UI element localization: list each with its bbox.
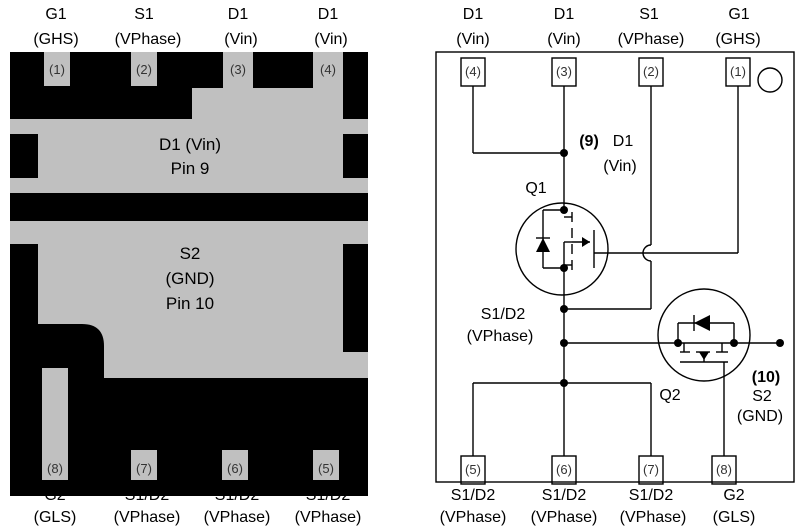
pin-number: (5): [318, 461, 334, 476]
q1-label: Q1: [525, 180, 546, 197]
d1-notch-left: [10, 134, 38, 178]
bottom-label-name: S1/D2: [215, 487, 260, 504]
top-label-name: D1: [228, 6, 249, 23]
pad-s2-gnd: [10, 221, 368, 378]
pin-box-8: [711, 455, 737, 485]
bottom-label-sub: (VPhase): [440, 509, 507, 526]
junction-dot: [560, 264, 568, 272]
junction-dot: [560, 379, 568, 387]
schematic-outline: [435, 51, 795, 483]
top-label-sub: (VPhase): [618, 31, 685, 48]
bottom-label-sub: (VPhase): [295, 509, 362, 526]
top-label-sub: (Vin): [314, 31, 348, 48]
pin-number: (2): [643, 64, 659, 79]
node9-name: D1: [613, 133, 634, 150]
node9-sub: (Vin): [603, 158, 637, 175]
pin-box-7: [638, 455, 664, 485]
pin-number: (1): [730, 64, 746, 79]
bottom-label-name: G2: [723, 487, 744, 504]
pin-number: (7): [136, 461, 152, 476]
pad-pin-6: [222, 450, 248, 480]
pin-number: (5): [465, 462, 481, 477]
bottom-label-name: S1/D2: [451, 487, 496, 504]
pad-s2-pin: Pin 10: [166, 294, 214, 313]
q2-mosfet: [657, 288, 751, 382]
bottom-label-sub: (VPhase): [204, 509, 271, 526]
d1-notch-right: [343, 134, 368, 178]
q1-mosfet: [515, 202, 609, 296]
pad-pin-5: [313, 450, 339, 480]
top-label-sub: (GHS): [33, 31, 78, 48]
vphase-label-sub: (VPhase): [467, 328, 534, 345]
pin-number: (4): [465, 64, 481, 79]
top-label-name: S1: [639, 6, 659, 23]
junction-dot: [560, 206, 568, 214]
q2-label: Q2: [659, 387, 680, 404]
vphase-label-name: S1/D2: [481, 306, 526, 323]
pin1-marker: [757, 67, 783, 93]
pin-number: (8): [47, 461, 63, 476]
pin-number: (1): [49, 62, 65, 77]
top-label-sub: (VPhase): [115, 31, 182, 48]
pin-number: (6): [227, 461, 243, 476]
pad-pin-7: [131, 450, 157, 480]
top-label-sub: (GHS): [715, 31, 760, 48]
pin-number: (6): [556, 462, 572, 477]
pin-number: (7): [643, 462, 659, 477]
top-label-sub: (Vin): [224, 31, 258, 48]
node10-name: S2: [752, 388, 772, 405]
pad-s2-sub: (GND): [165, 269, 214, 288]
bottom-label-sub: (GLS): [34, 509, 77, 526]
bottom-label-name: S1/D2: [542, 487, 587, 504]
junction-dot: [560, 149, 568, 157]
junction-dot: [560, 339, 568, 347]
pad-pin-1: [44, 52, 70, 86]
junction-dot: [674, 339, 682, 347]
pin-number: (3): [230, 62, 246, 77]
pin-number: (3): [556, 64, 572, 79]
pin-box-6: [551, 455, 577, 485]
junction-dot: [560, 305, 568, 313]
top-label-name: D1: [554, 6, 575, 23]
s2-notch-left: [10, 244, 38, 324]
bottom-label-name: S1/D2: [306, 487, 351, 504]
bottom-label-sub: (GLS): [713, 509, 756, 526]
junction-dot: [776, 339, 784, 347]
pad-d1-pin: Pin 9: [171, 159, 210, 178]
bottom-label-sub: (VPhase): [620, 509, 687, 526]
junction-dot: [730, 339, 738, 347]
top-label-sub: (Vin): [456, 31, 490, 48]
s2-notch-right: [343, 244, 368, 352]
pin-number: (4): [320, 62, 336, 77]
top-label-name: G1: [45, 6, 66, 23]
node9-number: (9): [579, 133, 599, 150]
top-label-name: S1: [134, 6, 154, 23]
top-label-name: D1: [463, 6, 484, 23]
bottom-label-sub: (VPhase): [531, 509, 598, 526]
footprint-view: G1 (GHS) S1 (VPhase) D1 (Vin) D1 (Vin) (…: [10, 6, 368, 526]
bottom-label-name: S1/D2: [629, 487, 674, 504]
pad-d1-vin: [10, 52, 368, 193]
pin-number: (8): [716, 462, 732, 477]
schematic-view: D1 (Vin) D1 (Vin) S1 (VPhase) G1 (GHS) (…: [435, 6, 795, 526]
top-label-sub: (Vin): [547, 31, 581, 48]
pin-number: (2): [136, 62, 152, 77]
bottom-label-sub: (VPhase): [114, 509, 181, 526]
top-label-name: D1: [318, 6, 339, 23]
bottom-label-name: S1/D2: [125, 487, 170, 504]
pad-s2-label: S2: [180, 244, 201, 263]
top-label-name: G1: [728, 6, 749, 23]
pad-pin-8: [42, 368, 68, 480]
pad-d1-label: D1 (Vin): [159, 135, 221, 154]
pad-pin-2: [131, 52, 157, 86]
node10-sub: (GND): [737, 408, 783, 425]
node10-number: (10): [752, 369, 780, 386]
bottom-label-name: G2: [44, 487, 65, 504]
pin-box-5: [460, 455, 486, 485]
